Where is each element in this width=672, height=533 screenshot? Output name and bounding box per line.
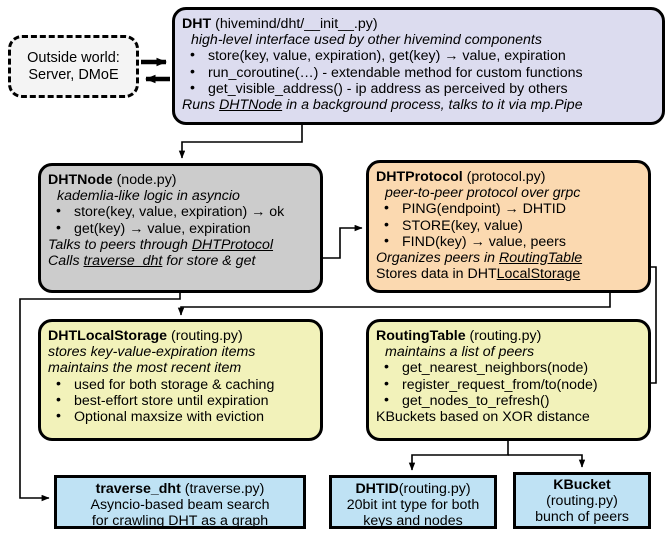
node-dhtid[interactable]: DHTID(routing.py) 20bit int type for bot… — [329, 475, 497, 529]
node-dhtlocalstorage[interactable]: DHTLocalStorage (routing.py) stores key-… — [38, 319, 323, 441]
routingtable-footer: KBuckets based on XOR distance — [376, 408, 590, 425]
routingtable-file: (routing.py) — [465, 328, 542, 344]
dhtnode-header: DHTNode (node.py) — [48, 172, 313, 188]
localstorage-header: DHTLocalStorage (routing.py) — [48, 328, 313, 344]
dhtprotocol-bullet-1: STORE(key, value) — [376, 217, 641, 234]
routingtable-bullet-0: get_nearest_neighbors(node) — [376, 359, 641, 376]
outside-world-line2: Server, DMoE — [28, 66, 119, 83]
dhtnode-subtitle: kademlia-like logic in asyncio — [57, 188, 240, 205]
dhtnode-footer2-pre: Calls — [48, 252, 84, 269]
routingtable-bullet-2: get_nodes_to_refresh() — [376, 392, 641, 409]
dhtprotocol-subtitle: peer-to-peer protocol over grpc — [385, 185, 581, 202]
dht-footer-link[interactable]: DHTNode — [219, 96, 283, 113]
dhtid-header: DHTID(routing.py) — [336, 481, 490, 497]
kbucket-title: KBucket — [553, 477, 611, 493]
dhtprotocol-footer2-pre: Stores data in DHT — [376, 266, 497, 283]
localstorage-bullet-list: used for both storage & caching best-eff… — [48, 376, 313, 426]
node-outside-world[interactable]: Outside world: Server, DMoE — [8, 35, 139, 98]
dhtnode-footer-1: Talks to peers through DHTProtocol — [48, 237, 313, 253]
edge-outside-to-dht — [141, 57, 170, 84]
routingtable-bullet-list: get_nearest_neighbors(node) register_req… — [376, 359, 641, 409]
outside-world-label: Outside world: Server, DMoE — [27, 50, 120, 83]
dhtnode-title: DHTNode — [48, 172, 113, 188]
localstorage-bullet-0: used for both storage & caching — [48, 376, 313, 393]
dhtprotocol-footer1-pre: Organizes peers in — [376, 249, 500, 266]
dht-subtitle: high-level interface used by other hivem… — [191, 32, 542, 49]
dht-footer: Runs DHTNode in a background process, ta… — [182, 97, 655, 113]
node-dhtprotocol[interactable]: DHTProtocol (protocol.py) peer-to-peer p… — [366, 160, 651, 293]
localstorage-subtitle-2: maintains the most recent item — [48, 360, 242, 377]
kbucket-line2: (routing.py) — [546, 493, 618, 510]
dhtnode-footer-2: Calls traverse_dht for store & get — [48, 253, 313, 269]
node-routingtable[interactable]: RoutingTable (routing.py) maintains a li… — [366, 319, 651, 441]
dhtprotocol-bullet-2: FIND(key) → value, peers — [376, 233, 641, 250]
dhtnode-file: (node.py) — [112, 172, 177, 188]
localstorage-bullet-2: Optional maxsize with eviction — [48, 408, 313, 425]
dhtnode-footer1-pre: Talks to peers through — [48, 236, 192, 253]
localstorage-subtitle-1: stores key-value-expiration items — [48, 344, 256, 361]
dht-bullet-2: get_visible_address() - ip address as pe… — [182, 80, 655, 97]
dhtid-title: DHTID — [355, 481, 399, 497]
dht-title: DHT — [182, 16, 212, 32]
edge-routingtable-to-leaves — [408, 441, 586, 471]
dht-bullet-1: run_coroutine(…) - extendable method for… — [182, 64, 655, 81]
localstorage-file: (routing.py) — [167, 328, 243, 344]
dht-file: (hivemind/dht/__init__.py) — [211, 16, 378, 32]
dhtid-file: (routing.py) — [398, 481, 471, 497]
routingtable-bullet-1: register_request_from/to(node) — [376, 376, 641, 393]
traverse-title: traverse_dht — [95, 481, 181, 497]
dhtprotocol-file: (protocol.py) — [462, 169, 546, 185]
dht-header: DHT (hivemind/dht/__init__.py) — [182, 16, 655, 32]
traverse-line3: for crawling DHT as a graph — [91, 513, 269, 530]
dhtprotocol-bullet-list: PING(endpoint) → DHTID STORE(key, value)… — [376, 200, 641, 250]
dhtid-line3: keys and nodes — [363, 513, 463, 530]
node-kbucket[interactable]: KBucket (routing.py) bunch of peers — [513, 472, 651, 529]
dhtprotocol-footer2-link[interactable]: LocalStorage — [496, 266, 581, 283]
dht-footer-pre: Runs — [182, 96, 220, 113]
routingtable-header: RoutingTable (routing.py) — [376, 328, 641, 344]
node-dht[interactable]: DHT (hivemind/dht/__init__.py) high-leve… — [172, 7, 665, 125]
dhtnode-bullet-list: store(key, value, expiration) → ok get(k… — [48, 203, 313, 237]
dhtnode-footer2-link[interactable]: traverse_dht — [83, 252, 163, 269]
routingtable-subtitle: maintains a list of peers — [385, 344, 535, 361]
routingtable-title: RoutingTable — [376, 328, 466, 344]
dhtprotocol-footer-2: Stores data in DHTLocalStorage — [376, 266, 641, 282]
dhtprotocol-footer1-link[interactable]: RoutingTable — [499, 249, 583, 266]
node-dhtnode[interactable]: DHTNode (node.py) kademlia-like logic in… — [38, 163, 323, 293]
outside-world-line1: Outside world: — [27, 49, 120, 66]
kbucket-line3: bunch of peers — [535, 509, 629, 526]
edge-dht-to-dhtnode — [178, 122, 303, 159]
dhtnode-bullet-0: store(key, value, expiration) → ok — [48, 203, 313, 220]
localstorage-title: DHTLocalStorage — [48, 328, 168, 344]
dhtnode-footer2-post: for store & get — [162, 252, 256, 269]
dhtnode-footer1-link[interactable]: DHTProtocol — [191, 236, 274, 253]
node-traverse-dht[interactable]: traverse_dht (traverse.py) Asyncio-based… — [54, 475, 306, 529]
dhtid-line2: 20bit int type for both — [346, 497, 480, 514]
dht-bullet-list: store(key, value, expiration), get(key) … — [182, 47, 655, 97]
dhtprotocol-title: DHTProtocol — [376, 169, 463, 185]
traverse-header: traverse_dht (traverse.py) — [61, 481, 299, 497]
edge-dhtnode-to-dhtprotocol — [317, 224, 363, 263]
dhtprotocol-header: DHTProtocol (protocol.py) — [376, 169, 641, 185]
traverse-line2: Asyncio-based beam search — [90, 497, 270, 514]
dht-footer-post: in a background process, talks to it via… — [282, 96, 583, 113]
dhtprotocol-footer-1: Organizes peers in RoutingTable — [376, 250, 641, 266]
localstorage-bullet-1: best-effort store until expiration — [48, 392, 313, 409]
dht-bullet-0: store(key, value, expiration), get(key) … — [182, 47, 655, 64]
traverse-file: (traverse.py) — [180, 481, 265, 497]
dhtprotocol-bullet-0: PING(endpoint) → DHTID — [376, 200, 641, 217]
dhtnode-bullet-1: get(key) → value, expiration — [48, 220, 313, 237]
